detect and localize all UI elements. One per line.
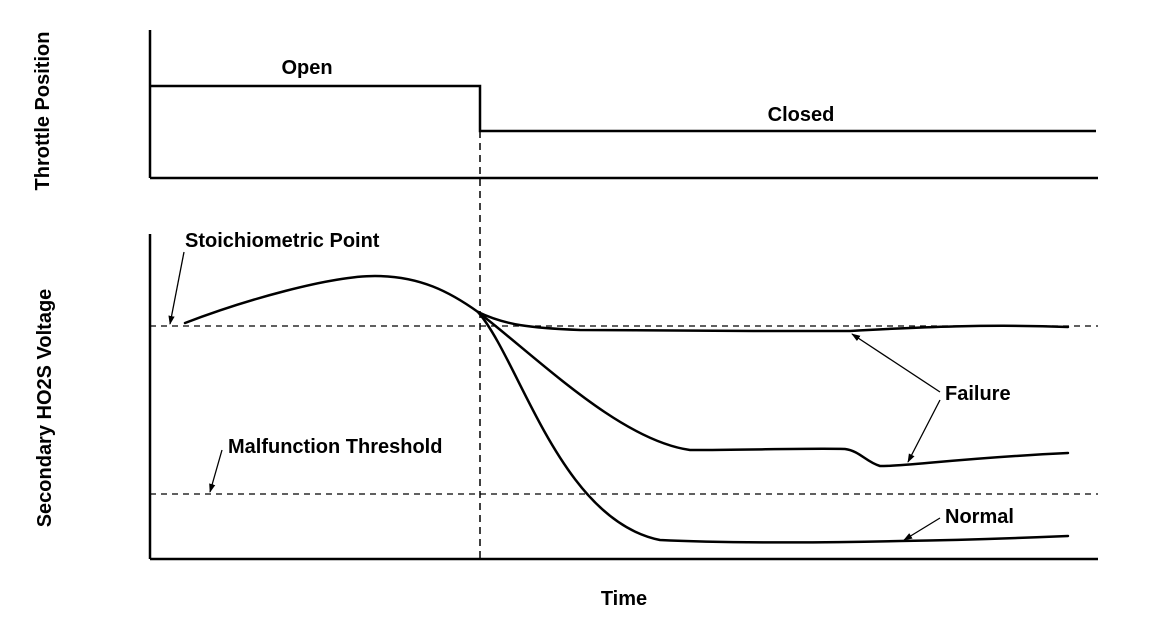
voltage-y-label: Secondary HO2S Voltage: [34, 289, 56, 528]
failure-curve-mid: [476, 310, 1070, 468]
shared-rise-curve: [183, 274, 480, 325]
throttle-step-line: [150, 84, 1096, 133]
normal-arrow: [903, 517, 941, 541]
failure-curve-high: [476, 310, 1070, 333]
malfunction-arrow: [209, 449, 223, 493]
stoichiometric-point-label: Stoichiometric Point: [185, 230, 380, 252]
closed-label: Closed: [768, 104, 835, 126]
time-x-label: Time: [601, 588, 647, 610]
voltage-panel: Stoichiometric Point Malfunction Thresho…: [34, 230, 1098, 610]
malfunction-threshold-label: Malfunction Threshold: [228, 436, 442, 458]
failure-label: Failure: [945, 383, 1011, 405]
failure-arrow-mid: [907, 399, 941, 463]
open-label: Open: [281, 57, 332, 79]
normal-curve: [476, 310, 1070, 544]
stoichiometric-arrow: [168, 251, 185, 325]
throttle-y-label: Throttle Position: [32, 32, 54, 191]
failure-arrow-high: [851, 333, 941, 393]
throttle-panel: Open Closed Throttle Position: [32, 30, 1098, 190]
normal-label: Normal: [945, 506, 1014, 528]
